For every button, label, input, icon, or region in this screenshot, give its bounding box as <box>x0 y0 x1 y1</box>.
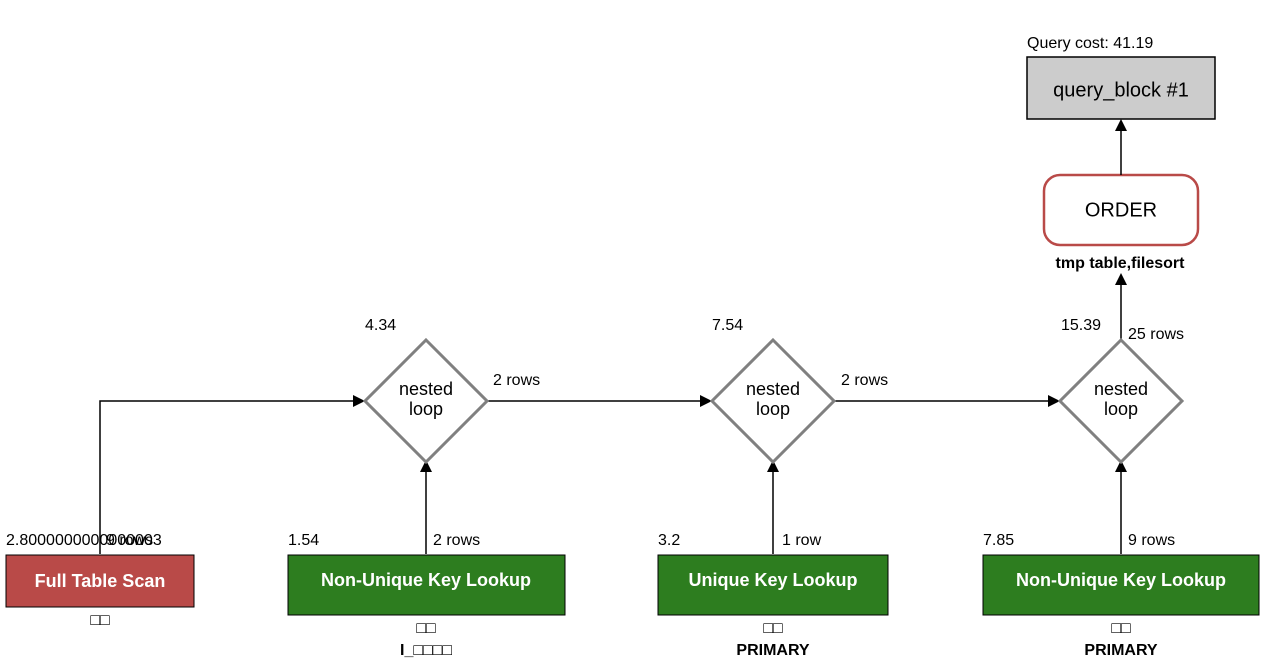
non-unique-key-lookup-2-label: Non-Unique Key Lookup <box>1016 570 1226 590</box>
nested-loop-2-rows: 2 rows <box>841 372 888 389</box>
unique-key-lookup-node[interactable] <box>657 554 889 616</box>
nested-loop-2-label-2: loop <box>756 399 790 419</box>
non-unique-key-lookup-node-2[interactable] <box>982 554 1260 616</box>
order-label: ORDER <box>1085 199 1157 221</box>
nested-loop-3-label-2: loop <box>1104 399 1138 419</box>
full-table-scan-rows: 9 rows <box>106 532 153 549</box>
non-unique-key-lookup-1-key: I_□□□□ <box>400 642 452 659</box>
nested-loop-1-cost: 4.34 <box>365 317 396 334</box>
unique-key-lookup-rows: 1 row <box>782 532 822 549</box>
nested-loop-2-cost: 7.54 <box>712 317 743 334</box>
non-unique-key-lookup-1-cost: 1.54 <box>288 532 319 549</box>
nested-loop-1-label-2: loop <box>409 399 443 419</box>
non-unique-key-lookup-1-label: Non-Unique Key Lookup <box>321 570 531 590</box>
nested-loop-2[interactable] <box>709 337 837 465</box>
non-unique-key-lookup-1-rows: 2 rows <box>433 532 480 549</box>
unique-key-lookup-table: □□ <box>763 620 783 637</box>
unique-key-lookup-key: PRIMARY <box>736 642 810 659</box>
nested-loop-3-cost: 15.39 <box>1061 317 1101 334</box>
unique-key-lookup-cost: 3.2 <box>658 532 680 549</box>
nested-loop-3[interactable] <box>1057 337 1185 465</box>
unique-key-lookup-label: Unique Key Lookup <box>688 570 857 590</box>
non-unique-key-lookup-node-1[interactable] <box>287 554 566 616</box>
order-sublabel: tmp table,filesort <box>1056 255 1186 272</box>
non-unique-key-lookup-2-rows: 9 rows <box>1128 532 1175 549</box>
query-block-label: query_block #1 <box>1053 79 1189 101</box>
non-unique-key-lookup-2-table: □□ <box>1111 620 1131 637</box>
full-table-scan-table: □□ <box>90 612 110 629</box>
nested-loop-3-label-1: nested <box>1094 379 1148 399</box>
full-table-scan-label: Full Table Scan <box>35 571 166 591</box>
query-block-box[interactable] <box>1026 56 1216 120</box>
non-unique-key-lookup-1-table: □□ <box>416 620 436 637</box>
nested-loop-1-label-1: nested <box>399 379 453 399</box>
full-table-scan-node[interactable] <box>5 554 195 608</box>
full-table-scan-cost: 2.8000000000000003 <box>6 532 162 549</box>
nested-loop-1[interactable] <box>362 337 490 465</box>
nested-loop-1-rows: 2 rows <box>493 372 540 389</box>
nested-loop-3-rows: 25 rows <box>1128 326 1184 343</box>
edge-scan-to-loop1 <box>99 395 365 554</box>
nested-loop-2-label-1: nested <box>746 379 800 399</box>
non-unique-key-lookup-2-cost: 7.85 <box>983 532 1014 549</box>
query-cost-label: Query cost: 41.19 <box>1027 35 1153 52</box>
non-unique-key-lookup-2-key: PRIMARY <box>1084 642 1158 659</box>
